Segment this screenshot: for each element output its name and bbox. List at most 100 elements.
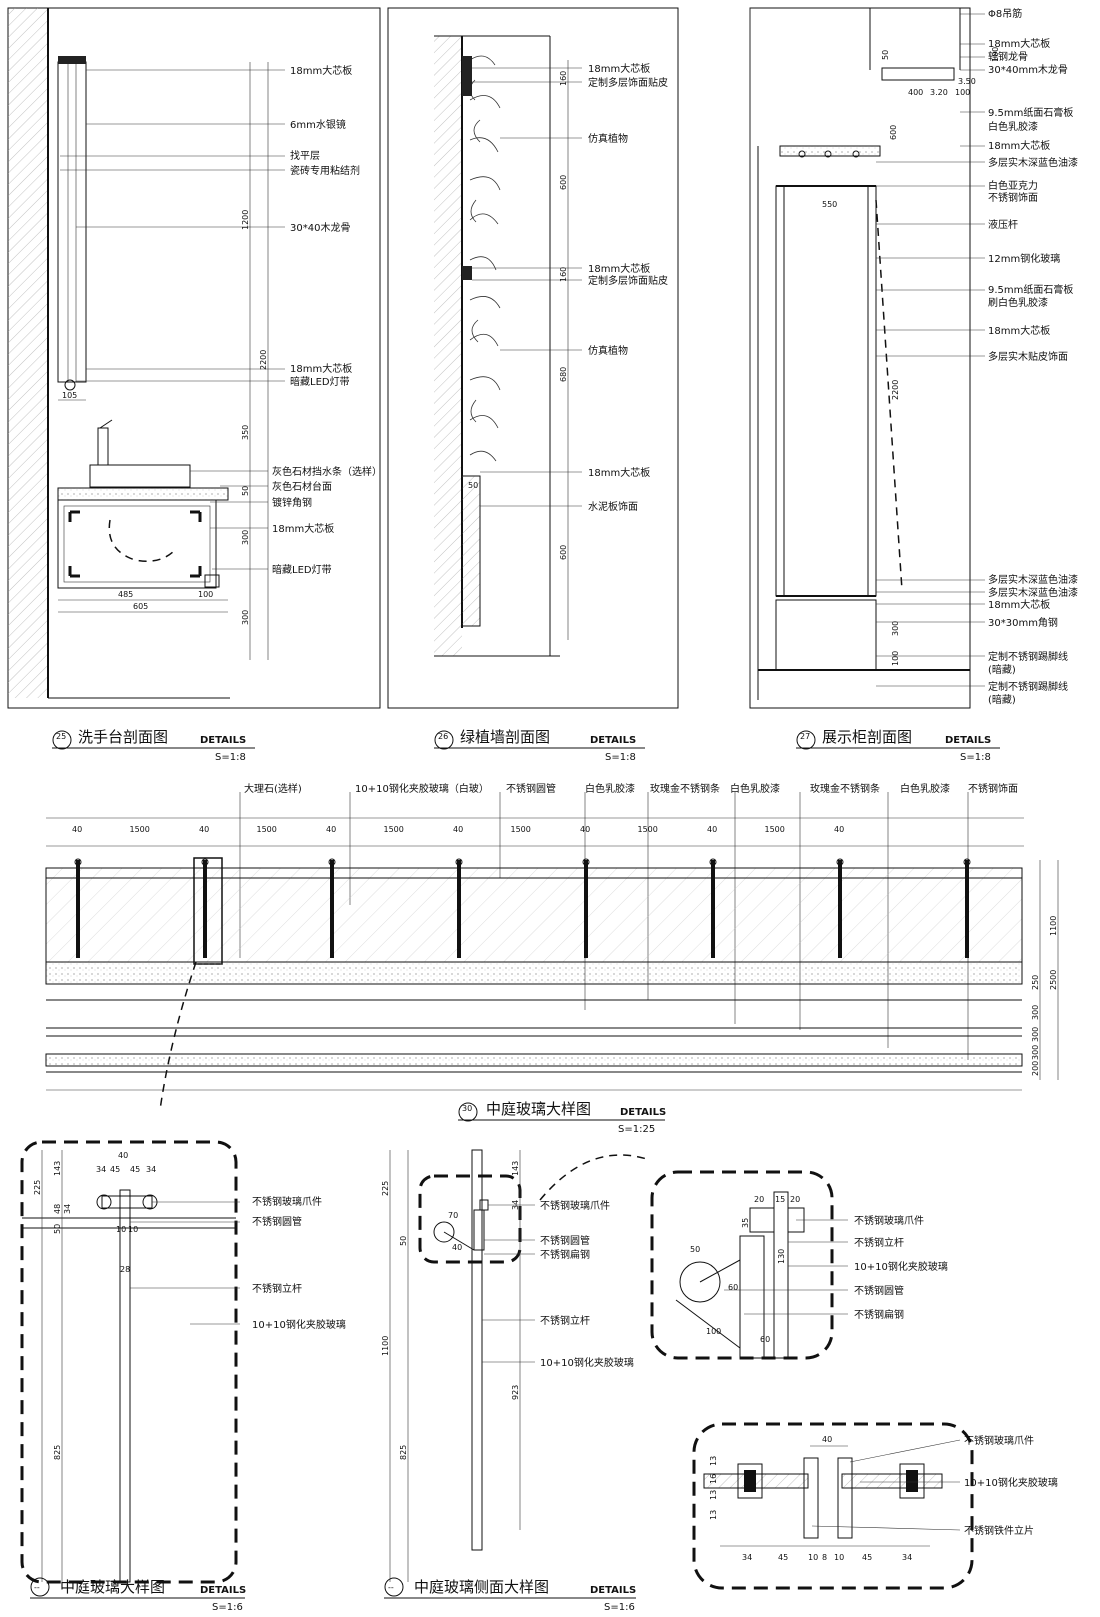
post-clamp-icon — [328, 858, 336, 866]
dimB-1100: 1100 — [381, 1336, 390, 1356]
post-clamp-icon — [455, 858, 463, 866]
glass-post — [330, 860, 334, 958]
post-elevation — [119, 1189, 131, 1583]
label-d26-6: 仿真植物 — [588, 344, 628, 357]
detail-25-number: 25 — [56, 732, 66, 741]
dim-100: 100 — [955, 88, 970, 97]
label-d27-21: 定制不锈钢踢脚线 — [988, 650, 1068, 663]
detail-27-tag: DETAILS — [945, 735, 991, 746]
dimD-10a: 10 — [808, 1553, 818, 1562]
detail-27-number: 27 — [800, 732, 810, 741]
glass-post — [76, 860, 80, 958]
dim-300: 300 — [891, 621, 900, 636]
label-d25-11: 18mm大芯板 — [272, 522, 334, 535]
label-d26-1: 18mm大芯板 — [588, 62, 650, 75]
post-clamp-icon — [963, 858, 971, 866]
label-d26-8: 水泥板饰面 — [588, 500, 638, 513]
detail-b-tag: DETAILS — [590, 1585, 636, 1596]
label-d27-18: 多层实木深蓝色油漆 — [988, 586, 1078, 599]
cabinet-right-panel — [867, 185, 877, 597]
dim-200a: 200 — [1031, 1061, 1040, 1076]
label-d27-19: 18mm大芯板 — [988, 598, 1050, 611]
label-d27-13: 9.5mm纸面石膏板 — [988, 283, 1073, 296]
dim-100c: 100 — [891, 651, 900, 666]
label-dC-3: 10+10钢化夹胶玻璃 — [854, 1260, 948, 1273]
detail-b-number: -- — [388, 1583, 394, 1592]
green-wall-hatch — [434, 36, 462, 656]
label-d26-7: 18mm大芯板 — [588, 466, 650, 479]
round-tube-c — [679, 1261, 721, 1303]
detail-30-number: 30 — [462, 1104, 472, 1113]
dimB-225: 225 — [381, 1181, 390, 1196]
top-dim-label: 40 — [707, 825, 717, 834]
dimD-16: 16 — [709, 1474, 718, 1484]
top-dim-label: 40 — [580, 825, 590, 834]
label-d27-4: 30*40mm木龙骨 — [988, 63, 1068, 76]
dimB-143: 143 — [511, 1161, 520, 1176]
label-d27-14: 刷白色乳胶漆 — [988, 296, 1048, 309]
dimD-45a: 45 — [778, 1553, 788, 1562]
dimA-34a: 34 — [96, 1165, 106, 1174]
detail-27-display-cabinet-section: 400 3.20 100 3.50 50 100 600 550 2200 30… — [749, 7, 1078, 763]
dim-350: 350 — [241, 425, 250, 440]
dim-550: 550 — [822, 200, 837, 209]
dimC-20a: 20 — [754, 1195, 764, 1204]
detail-26-green-wall-section: 160 600 160 680 600 50 18mm大芯板 定制多层饰面贴皮 … — [387, 7, 679, 763]
label-dD-3: 不锈钢铁件立片 — [964, 1524, 1034, 1537]
label-dC-2: 不锈钢立杆 — [854, 1236, 904, 1249]
dim-100: 100 — [198, 590, 213, 599]
label-d27-15: 18mm大芯板 — [988, 324, 1050, 337]
label-dA-4: 10+10钢化夹胶玻璃 — [252, 1318, 346, 1331]
dimD-34b: 34 — [902, 1553, 912, 1562]
post-clamp-icon — [74, 858, 82, 866]
dimC-60a: 60 — [728, 1283, 738, 1292]
dimD-45b: 45 — [862, 1553, 872, 1562]
dimC-15: 15 — [775, 1195, 785, 1204]
glass-post — [203, 860, 207, 958]
label-d30-9: 不锈钢饰面 — [968, 782, 1018, 795]
glass-post — [838, 860, 842, 958]
dim-1200: 1200 — [241, 210, 250, 230]
label-d30-1: 大理石(选样) — [244, 782, 302, 795]
detail-26-title: 绿植墙剖面图 — [460, 728, 550, 746]
detail-25-tag: DETAILS — [200, 735, 246, 746]
dim-50: 50 — [468, 481, 478, 490]
detail-c-clamp-callout: 20 15 20 35 50 130 60 100 60 不锈钢玻璃爪件 不锈钢… — [650, 1170, 948, 1360]
wall-hatch — [8, 8, 48, 698]
detail-30-scale: S=1:25 — [618, 1124, 655, 1135]
label-d27-3: 轻钢龙骨 — [988, 50, 1028, 63]
vanity-cabinet — [57, 499, 217, 589]
label-d30-8: 白色乳胶漆 — [900, 782, 950, 795]
post-clamp-icon — [582, 858, 590, 866]
ceiling-joist — [881, 67, 955, 81]
detail-27-bubble — [796, 730, 816, 750]
label-d25-12: 暗藏LED灯带 — [272, 563, 332, 576]
label-d27-11: 液压杆 — [988, 218, 1018, 231]
callout-leader — [159, 961, 197, 1111]
label-dC-1: 不锈钢玻璃爪件 — [854, 1214, 924, 1227]
cement-board — [461, 475, 481, 627]
label-d25-10: 镀锌角钢 — [272, 496, 312, 509]
glass-right — [841, 1473, 943, 1489]
label-d27-10: 不锈钢饰面 — [988, 191, 1038, 204]
dimC-35: 35 — [741, 1218, 750, 1228]
dimB-34: 34 — [511, 1200, 520, 1210]
detail-c-frame — [650, 1170, 834, 1360]
label-d26-3: 仿真植物 — [588, 132, 628, 145]
detail-d-clamp-plan: 40 13 16 13 13 34 45 10 8 10 45 34 不锈钢玻璃… — [692, 1422, 1058, 1590]
dimD-10b: 10 — [834, 1553, 844, 1562]
top-dim-label: 1500 — [130, 825, 150, 834]
detail-a-title: 中庭玻璃大样图 — [60, 1578, 165, 1596]
glass-post — [584, 860, 588, 958]
detail-b-scale: S=1:6 — [604, 1602, 635, 1613]
detail-a-tag: DETAILS — [200, 1585, 246, 1596]
dim-300: 300 — [241, 530, 250, 545]
dim-50: 50 — [241, 486, 250, 496]
label-dA-3: 不锈钢立杆 — [252, 1282, 302, 1295]
led-strip-icon — [64, 379, 76, 391]
label-dC-4: 不锈钢圆管 — [854, 1284, 904, 1297]
label-d27-16: 多层实木贴皮饰面 — [988, 350, 1068, 363]
faucet — [97, 427, 109, 466]
label-d27-12: 12mm钢化玻璃 — [988, 252, 1060, 265]
